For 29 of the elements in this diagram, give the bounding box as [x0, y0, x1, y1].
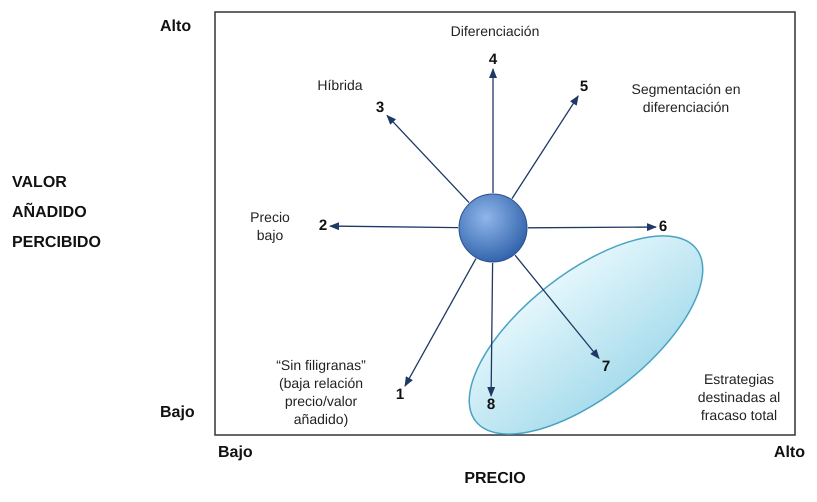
strategy-number: 2 — [316, 217, 330, 235]
strategy-number: 8 — [484, 396, 498, 414]
arrow — [514, 254, 600, 360]
arrow — [386, 114, 470, 203]
sphere-node — [458, 193, 528, 263]
arrow — [404, 258, 477, 387]
axis-title: VALOR AÑADIDO PERCIBIDO — [12, 173, 102, 253]
arrow — [487, 263, 496, 397]
arrow — [511, 95, 579, 199]
strategy-number: 6 — [656, 218, 670, 236]
strategy-number: 1 — [393, 386, 407, 404]
axis-tick-label: Bajo — [218, 443, 254, 463]
arrow — [528, 223, 657, 232]
strategy-label: Segmentación en diferenciación — [630, 80, 742, 116]
strategy-number: 4 — [486, 51, 500, 69]
axis-tick-label: Bajo — [160, 403, 196, 423]
strategy-label: Estrategias destinadas al fracaso total — [696, 370, 782, 424]
arrow — [329, 222, 458, 230]
arrow — [489, 68, 497, 193]
strategy-number: 3 — [373, 99, 387, 117]
strategy-label: Híbrida — [316, 76, 364, 94]
axis-title: PRECIO — [463, 469, 527, 489]
strategy-label: Diferenciación — [450, 22, 540, 40]
strategy-number: 7 — [599, 358, 613, 376]
strategy-number: 5 — [577, 78, 591, 96]
strategy-label: “Sin filigranas” (baja relación precio/valor añadido) — [275, 356, 367, 428]
axis-tick-label: Alto — [772, 443, 805, 463]
axis-tick-label: Alto — [160, 17, 192, 37]
strategy-label: Precio bajo — [249, 208, 291, 244]
